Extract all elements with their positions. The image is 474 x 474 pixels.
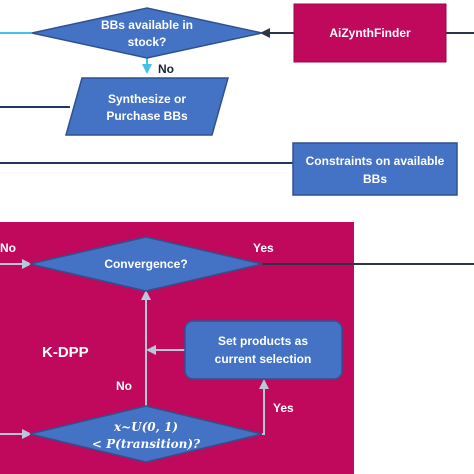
kdpp-label: K-DPP <box>42 344 89 361</box>
convergence-decision[interactable]: Convergence? <box>29 236 263 292</box>
edge-transition-yes-up <box>259 379 269 435</box>
convergence-yes-label: Yes <box>253 241 274 255</box>
transition-yes-label: Yes <box>273 401 294 415</box>
constraints-line1: Constraints on available <box>306 154 445 168</box>
aizynthfinder-label: AiZynthFinder <box>329 26 411 40</box>
bbs-available-line1: BBs available in <box>101 18 193 32</box>
set-products-box[interactable]: Set products as current selection <box>184 320 343 380</box>
constraints-line2: BBs <box>363 172 387 186</box>
transition-no-label: No <box>116 379 132 393</box>
convergence-no-label: No <box>0 241 16 255</box>
transition-line1: x~U(0, 1) <box>113 420 178 434</box>
synthesize-parallelogram[interactable]: Synthesize or Purchase BBs <box>65 77 229 136</box>
synthesize-line1: Synthesize or <box>108 92 186 106</box>
transition-decision[interactable]: x~U(0, 1) < P(transition)? <box>29 405 263 463</box>
convergence-label: Convergence? <box>104 257 187 271</box>
set-products-line1: Set products as <box>218 334 308 348</box>
bbs-available-decision[interactable]: BBs available in stock? <box>31 7 263 59</box>
bbs-available-line2: stock? <box>128 35 167 49</box>
set-products-line2: current selection <box>215 352 312 366</box>
constraints-box[interactable]: Constraints on available BBs <box>292 142 458 196</box>
synthesize-line2: Purchase BBs <box>106 109 188 123</box>
aizynthfinder-box[interactable]: AiZynthFinder <box>293 3 447 63</box>
bbs-no-label: No <box>158 62 174 76</box>
transition-line2: < P(transition)? <box>92 437 201 451</box>
